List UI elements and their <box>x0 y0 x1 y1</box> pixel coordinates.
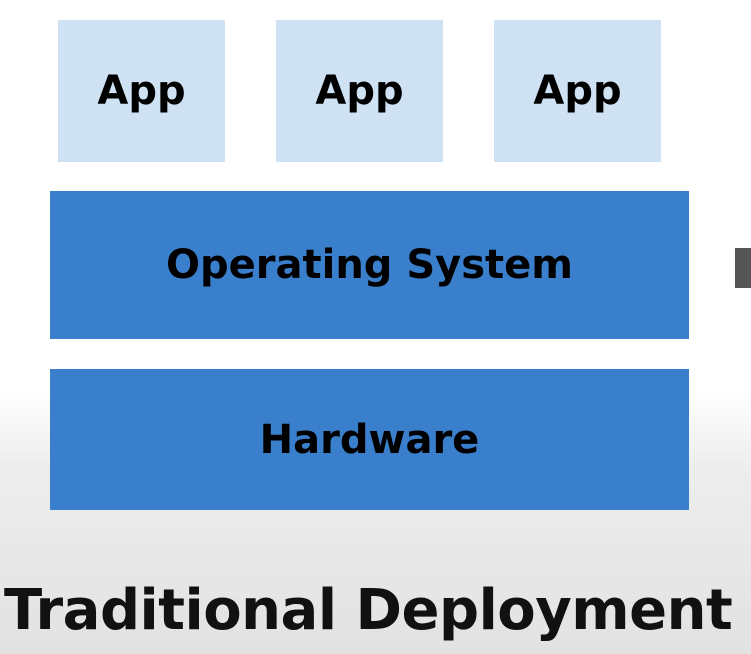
hardware-label: Hardware <box>259 416 480 463</box>
app-label-2: App <box>315 68 404 114</box>
app-box-2: App <box>276 20 443 162</box>
app-box-3: App <box>494 20 661 162</box>
app-label-1: App <box>97 68 186 114</box>
hardware-layer: Hardware <box>50 369 689 510</box>
arrow-stub <box>735 248 751 288</box>
operating-system-label: Operating System <box>166 242 573 288</box>
app-label-3: App <box>533 68 622 114</box>
diagram-caption: Traditional Deployment <box>4 578 733 643</box>
operating-system-layer: Operating System <box>50 191 689 339</box>
app-box-1: App <box>58 20 225 162</box>
